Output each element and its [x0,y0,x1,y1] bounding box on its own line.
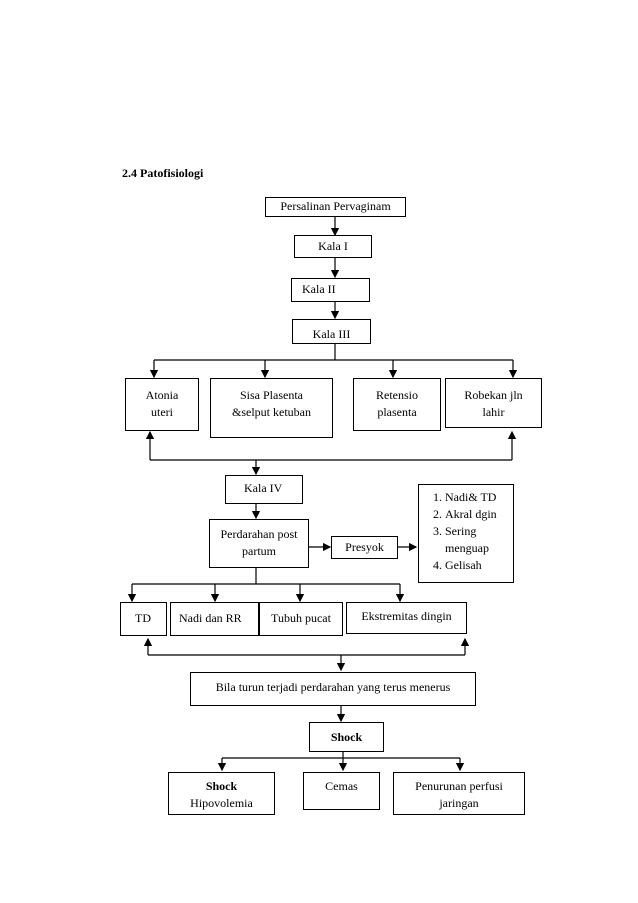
node-retensio-line2: plasenta [377,405,417,419]
node-kala3-label: Kala III [312,327,351,341]
node-td-label: TD [135,611,151,625]
node-shock: Shock [309,722,384,752]
node-persalinan-label: Persalinan Pervaginam [280,199,391,213]
node-atonia-line1: Atonia [145,388,179,402]
presyok-signs-list: Nadi& TD Akral dgin Sering menguap Gelis… [429,489,509,574]
node-persalinan: Persalinan Pervaginam [265,197,406,217]
node-penurunan-perfusi: Penurunan perfusi jaringan [393,772,525,815]
node-kala1-label: Kala I [318,239,348,253]
node-kala2: Kala II [291,278,370,302]
presyok-sign-item: Akral dgin [445,506,509,523]
node-cemas: Cemas [303,772,380,810]
node-atonia-line2: uteri [151,405,173,419]
node-shock-hipo-line2: Hipovolemia [190,796,253,810]
node-presyok: Presyok [331,536,398,559]
node-kala1: Kala I [294,235,372,258]
presyok-sign-item: Sering menguap [445,523,509,557]
node-ekstremitas: Ekstremitas dingin [346,602,467,634]
node-presyok-label: Presyok [345,540,384,554]
node-robekan-line2: lahir [482,405,505,419]
node-sisa-line1: Sisa Plasenta [240,388,303,402]
node-sisa-line2: &selput ketuban [232,405,311,419]
node-sisa-plasenta: Sisa Plasenta &selput ketuban [210,378,333,438]
presyok-sign-item: Gelisah [445,557,509,574]
node-shock-hipo-line1: Shock [205,779,238,793]
node-kala4: Kala IV [225,475,303,504]
node-ekstremitas-label: Ekstremitas dingin [361,609,452,623]
node-robekan: Robekan jln lahir [445,378,542,428]
node-tubuh-pucat: Tubuh pucat [259,602,343,636]
node-nadi-rr: Nadi dan RR [170,602,259,636]
node-robekan-line1: Robekan jln [464,388,523,402]
node-perdarahan-line1: Perdarahan post [220,527,298,541]
node-bila-turun: Bila turun terjadi perdarahan yang terus… [190,672,476,706]
node-kala4-label: Kala IV [244,481,283,495]
node-td: TD [120,602,167,636]
node-kala2-label: Kala II [302,282,336,296]
node-perdarahan-line2: partum [242,544,276,558]
node-shock-hipovolemia: Shock Hipovolemia [168,772,275,815]
node-retensio-line1: Retensio [376,388,418,402]
node-presyok-signs: Nadi& TD Akral dgin Sering menguap Gelis… [418,484,514,583]
node-atonia: Atonia uteri [125,378,199,431]
node-penurunan-line2: jaringan [439,796,479,810]
node-bila-turun-label: Bila turun terjadi perdarahan yang terus… [215,680,451,694]
node-cemas-label: Cemas [325,779,358,793]
node-tubuh-pucat-label: Tubuh pucat [271,611,331,625]
section-heading: 2.4 Patofisiologi [122,166,204,180]
node-penurunan-line1: Penurunan perfusi [415,779,503,793]
node-shock-label: Shock [330,730,363,744]
node-nadi-rr-label: Nadi dan RR [179,611,242,625]
node-perdarahan: Perdarahan post partum [209,519,309,568]
node-retensio: Retensio plasenta [353,378,441,431]
node-kala3: Kala III [292,319,371,344]
presyok-sign-item: Nadi& TD [445,489,509,506]
